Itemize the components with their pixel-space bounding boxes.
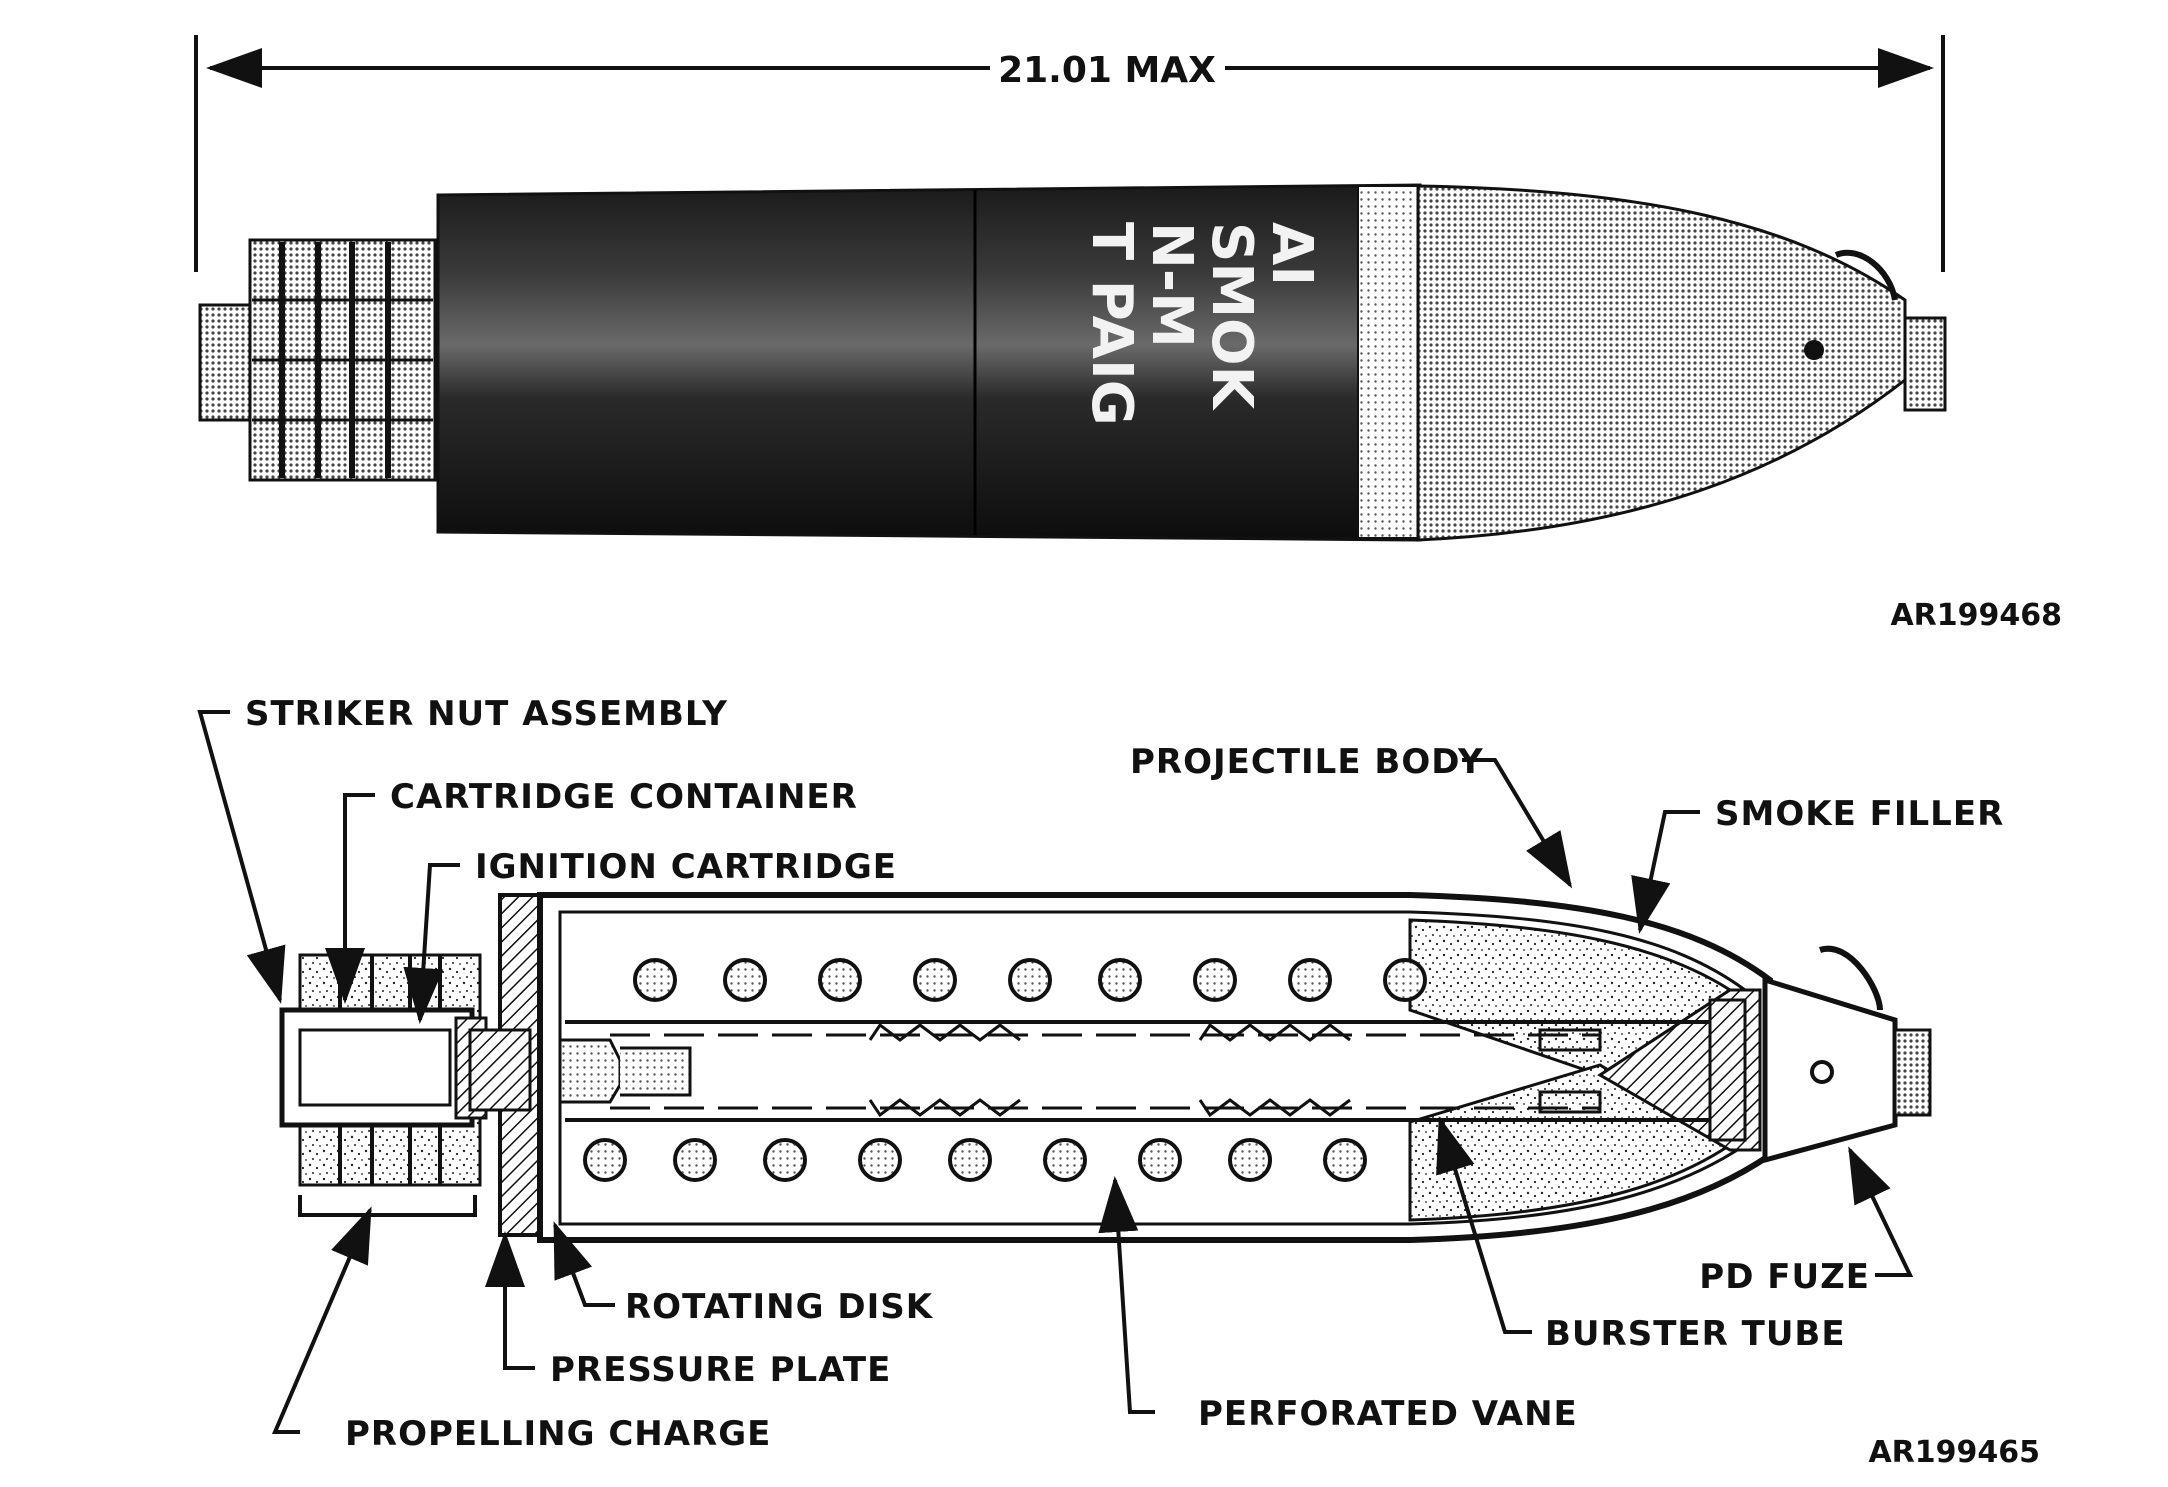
vane-perforations [583, 958, 1427, 1182]
perforated-vane-part [868, 1022, 1602, 1118]
label-projectile-body: PROJECTILE BODY [1130, 742, 1484, 782]
marking-1: AI [1259, 222, 1324, 286]
dimension-label: 21.01 MAX [998, 50, 1216, 91]
pd-fuze-tip [1893, 1028, 1932, 1117]
marking-4: T PAIG [1079, 222, 1144, 426]
rotating-band [1357, 185, 1419, 539]
leader-lines [197, 710, 1914, 1434]
marking-2: SMOK [1199, 222, 1264, 412]
label-smoke-filler: SMOKE FILLER [1715, 794, 2004, 834]
label-pressure-plate: PRESSURE PLATE [550, 1350, 891, 1390]
burster-tube-part [558, 998, 1747, 1142]
rotating-disk-part [468, 1028, 532, 1112]
label-rotating-disk: ROTATING DISK [625, 1287, 934, 1327]
striker-nut-assembly-part [279, 953, 488, 1187]
ribbed-base [248, 238, 437, 482]
pd-fuze-wire [1819, 945, 1883, 1011]
propelling-charge-bracket [298, 1195, 477, 1217]
fuze-wire [1834, 249, 1898, 301]
label-burster-tube: BURSTER TUBE [1545, 1314, 1846, 1354]
marking-3: N-M [1139, 222, 1204, 348]
label-pd-fuze: PD FUZE [1699, 1257, 1870, 1297]
figure-code-bottom: AR199465 [1868, 1435, 2040, 1470]
body-markings: AI SMOK N-M T PAIG [1079, 222, 1324, 426]
label-propelling-charge: PROPELLING CHARGE [345, 1414, 771, 1454]
cutaway-view: STRIKER NUT ASSEMBLY CARTRIDGE CONTAINER… [197, 694, 2040, 1470]
fuze-tip [1903, 316, 1947, 412]
exterior-view: 21.01 MAX AI SMOK N-M T PAIG [194, 35, 2062, 633]
label-striker-nut-assembly: STRIKER NUT ASSEMBLY [245, 694, 728, 734]
label-perforated-vane: PERFORATED VANE [1198, 1394, 1578, 1434]
fuze-hole [1804, 340, 1824, 360]
label-ignition-cartridge: IGNITION CARTRIDGE [475, 847, 897, 887]
figure-code-top: AR199468 [1890, 598, 2062, 633]
label-cartridge-container: CARTRIDGE CONTAINER [390, 777, 858, 817]
ogive-nose [1416, 184, 1907, 542]
